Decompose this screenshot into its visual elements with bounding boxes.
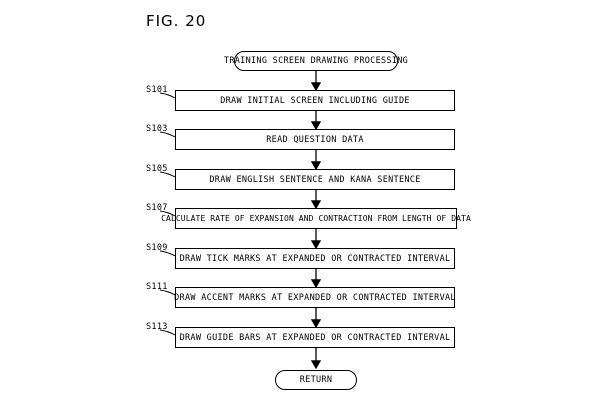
step-text-s109: DRAW TICK MARKS AT EXPANDED OR CONTRACTE… [179,253,451,264]
step-id-s103: S103 [146,124,168,134]
step-text-s103: READ QUESTION DATA [266,134,364,145]
step-box-s103: READ QUESTION DATA [175,129,455,150]
step-text-s107: CALCULATE RATE OF EXPANSION AND CONTRACT… [161,214,471,223]
step-box-s111: DRAW ACCENT MARKS AT EXPANDED OR CONTRAC… [174,287,456,308]
figure-label: FIG. 20 [146,12,207,30]
step-text-s105: DRAW ENGLISH SENTENCE AND KANA SENTENCE [209,174,421,185]
step-text-s113: DRAW GUIDE BARS AT EXPANDED OR CONTRACTE… [179,332,451,343]
step-box-s107: CALCULATE RATE OF EXPANSION AND CONTRACT… [161,208,471,229]
return-terminal: RETURN [275,370,357,390]
step-box-s105: DRAW ENGLISH SENTENCE AND KANA SENTENCE [175,169,455,190]
step-id-s105: S105 [146,164,168,174]
step-text-s111: DRAW ACCENT MARKS AT EXPANDED OR CONTRAC… [174,292,456,303]
start-label: TRAINING SCREEN DRAWING PROCESSING [223,56,409,66]
step-id-s107: S107 [146,203,168,213]
step-id-s109: S109 [146,243,168,253]
step-box-s109: DRAW TICK MARKS AT EXPANDED OR CONTRACTE… [175,248,455,269]
step-id-s113: S113 [146,322,168,332]
step-id-s101: S101 [146,85,168,95]
step-box-s113: DRAW GUIDE BARS AT EXPANDED OR CONTRACTE… [175,327,455,348]
start-terminal: TRAINING SCREEN DRAWING PROCESSING [224,51,408,71]
step-id-s111: S111 [146,282,168,292]
step-box-s101: DRAW INITIAL SCREEN INCLUDING GUIDE [175,90,455,111]
step-text-s101: DRAW INITIAL SCREEN INCLUDING GUIDE [220,95,410,106]
return-label: RETURN [299,375,333,385]
